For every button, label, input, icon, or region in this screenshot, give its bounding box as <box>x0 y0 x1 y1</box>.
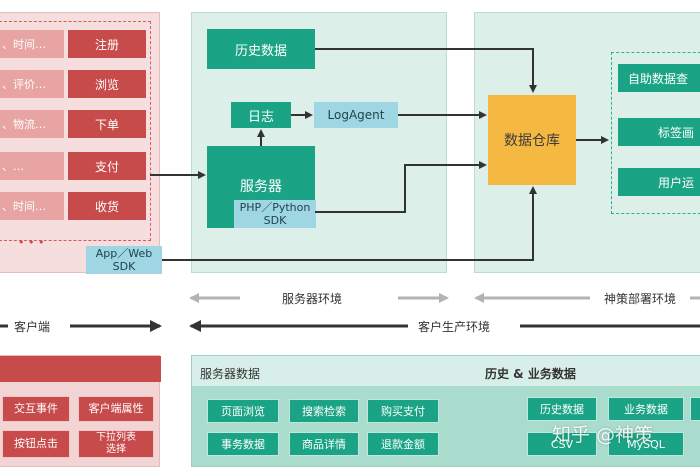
server-data-transaction: 事务数据 <box>207 432 279 456</box>
server-data-refund-amount: 退款金额 <box>367 432 439 456</box>
client-row-3-action: 下单 <box>68 110 146 138</box>
app-web-sdk-box: App／Web SDK <box>86 246 162 274</box>
server-data-title: 服务器数据 <box>200 367 261 381</box>
arrow-appsdk-to-warehouse <box>162 186 537 261</box>
logagent-box: LogAgent <box>314 102 398 128</box>
extra-data-item-edge <box>690 397 700 421</box>
deploy-env-label: 神策部署环境 <box>598 290 683 307</box>
client-row-4-attrs: 、… <box>0 152 64 180</box>
deploy-item-self-query: 自助数据查 <box>618 64 700 92</box>
client-rows-dashed-frame <box>0 21 151 241</box>
deploy-products-frame <box>611 52 700 214</box>
client-row-3-attrs: 、物流… <box>0 110 64 138</box>
client-row-5-action: 收货 <box>68 192 146 220</box>
php-python-sdk-box: PHP／Python SDK <box>234 200 316 228</box>
client-data-dropdown-select: 下拉列表 选择 <box>78 430 154 458</box>
arrow-history-to-warehouse <box>315 48 537 93</box>
client-data-header-bar <box>0 356 161 382</box>
server-env-label: 服务器环境 <box>276 290 349 307</box>
client-row-4-action: 支付 <box>68 152 146 180</box>
client-more-dots: • • • <box>18 236 45 249</box>
client-label: 客户端 <box>8 318 57 335</box>
history-data-item: 历史数据 <box>527 397 597 421</box>
client-data-client-attrs: 客户端属性 <box>78 396 154 422</box>
deploy-item-user-ops: 用户运 <box>618 168 700 196</box>
client-row-1-attrs: 、时间… <box>0 30 64 58</box>
history-business-title: 历史 & 业务数据 <box>485 367 576 381</box>
server-data-header-bar <box>192 356 700 386</box>
deploy-item-tag-profile: 标签画 <box>618 118 700 146</box>
history-csv-item: CSV <box>527 432 597 456</box>
server-label: 服务器 <box>240 179 282 195</box>
client-data-interaction-events: 交互事件 <box>2 396 70 422</box>
server-data-page-view: 页面浏览 <box>207 399 279 423</box>
arrow-server-to-warehouse <box>315 161 487 213</box>
client-row-5-attrs: 、时间… <box>0 192 64 220</box>
client-row-2-action: 浏览 <box>68 70 146 98</box>
business-data-item: 业务数据 <box>608 397 684 421</box>
client-data-button-click: 按钮点击 <box>2 430 70 458</box>
server-data-search: 搜索检索 <box>289 399 359 423</box>
client-row-2-attrs: 、评价… <box>0 70 64 98</box>
history-data-box: 历史数据 <box>207 29 315 69</box>
data-warehouse-box: 数据仓库 <box>488 95 576 185</box>
log-box: 日志 <box>231 102 291 128</box>
watermark-text: 知乎 @神策 <box>552 424 654 446</box>
server-data-product-detail: 商品详情 <box>289 432 359 456</box>
customer-env-label: 客户生产环境 <box>412 318 497 335</box>
server-data-purchase: 购买支付 <box>367 399 439 423</box>
history-mysql-item: MySQL <box>608 432 684 456</box>
client-row-1-action: 注册 <box>68 30 146 58</box>
